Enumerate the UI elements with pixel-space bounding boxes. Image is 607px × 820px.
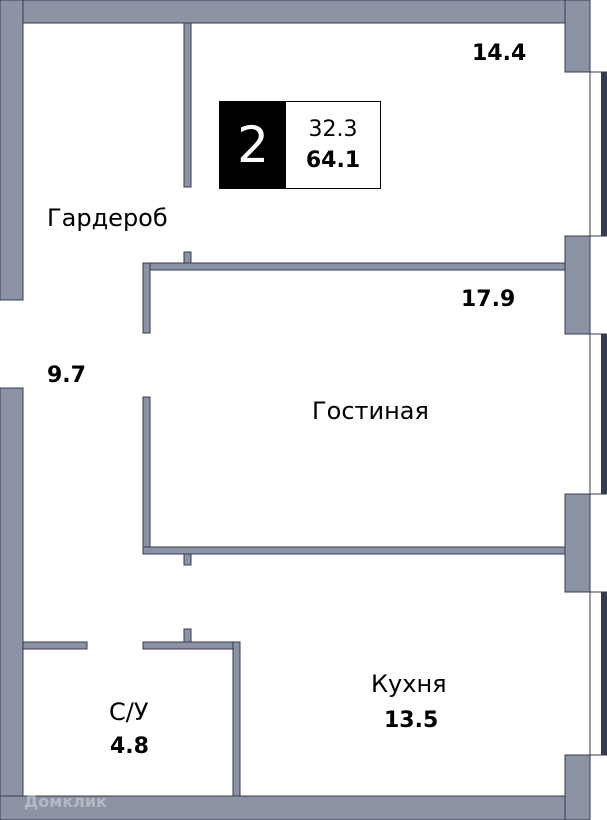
- right-pillar-3: [564, 493, 591, 593]
- room-count: 2: [220, 102, 286, 188]
- watermark: Домклик: [24, 792, 107, 811]
- door-stub-2: [183, 553, 192, 566]
- room-name-wardrobe: Гардероб: [47, 204, 168, 232]
- outer-wall-top: [0, 0, 591, 24]
- right-pillar-2: [564, 235, 591, 335]
- outer-wall-left-upper: [0, 0, 24, 301]
- room-name-kitchen: Кухня: [371, 670, 447, 698]
- wall-living-left-upper: [142, 262, 151, 334]
- partition-wardrobe: [183, 22, 192, 188]
- right-pillar-4: [564, 754, 591, 820]
- door-stub-3: [183, 628, 192, 643]
- right-pillar-1: [564, 0, 591, 73]
- room-area-bathroom: 4.8: [110, 734, 149, 759]
- room-area-hall: 9.7: [47, 363, 86, 388]
- room-area-bedroom: 14.4: [472, 41, 527, 66]
- area-values: 32.3 64.1: [286, 102, 380, 188]
- apartment-summary-badge: 2 32.3 64.1: [219, 101, 381, 189]
- wall-living-bottom: [142, 546, 566, 555]
- total-area: 64.1: [305, 148, 361, 173]
- room-area-living: 17.9: [461, 287, 516, 312]
- door-stub-1: [183, 251, 192, 265]
- living-area: 32.3: [308, 117, 358, 142]
- wall-living-top: [142, 262, 566, 271]
- room-area-kitchen: 13.5: [384, 708, 439, 733]
- windows: [589, 71, 607, 756]
- wall-bath-top-right: [142, 641, 241, 650]
- outer-wall-left-lower: [0, 387, 24, 820]
- wall-bath-right: [232, 641, 241, 797]
- room-name-bathroom: С/У: [109, 698, 149, 726]
- room-name-living: Гостиная: [312, 397, 429, 425]
- wall-bath-top-left: [22, 641, 88, 650]
- wall-living-left-lower: [142, 396, 151, 555]
